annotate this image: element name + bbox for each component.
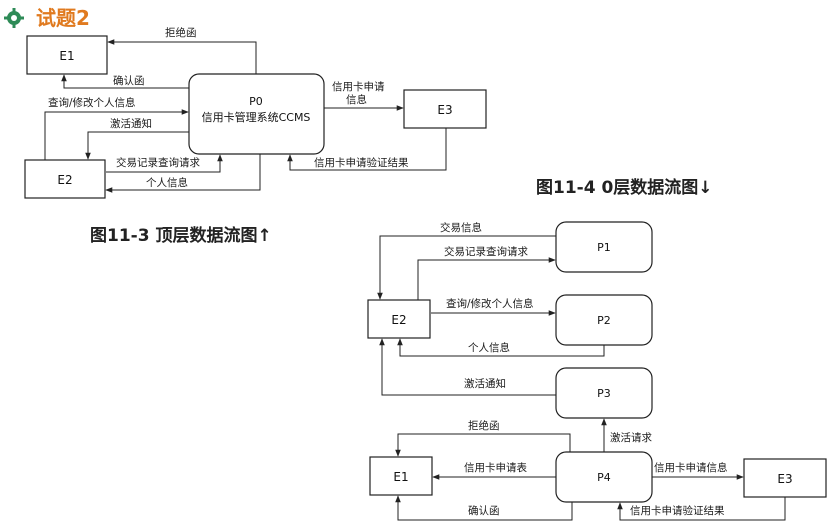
level0-caption: 图11-4 0层数据流图↓ (536, 177, 713, 198)
top-level-dfd: E1 E2 E3 P0 信用卡管理系统CCMS 拒绝函 确认函 查询/修改个人信… (24, 26, 487, 246)
top-entity-e1 (26, 35, 108, 75)
l0-flow-tx-info-label: 交易信息 (440, 221, 482, 234)
l0-process-p2-label: P2 (597, 314, 611, 327)
top-flow-apply-info-label-1: 信用卡申请 (332, 80, 385, 93)
l0-entity-e2 (367, 299, 431, 339)
l0-flow-activate-req-label: 激活请求 (610, 431, 652, 444)
top-flow-activate-label: 激活通知 (110, 117, 152, 130)
l0-flow-apply-form-label: 信用卡申请表 (464, 461, 527, 474)
top-flow-apply-info-label-2: 信息 (346, 93, 367, 106)
l0-flow-activate-label: 激活通知 (464, 377, 506, 390)
top-flow-personal-info (105, 154, 261, 193)
l0-process-p4-label: P4 (597, 471, 611, 484)
l0-process-p1-label: P1 (597, 241, 611, 254)
top-flow-tx-query-label: 交易记录查询请求 (116, 156, 200, 169)
l0-flow-reject (395, 433, 571, 457)
top-flow-reject-label: 拒绝函 (165, 26, 197, 39)
top-entity-e2 (24, 159, 106, 199)
top-flow-personal-info-label: 个人信息 (146, 176, 188, 189)
l0-flow-tx-info (377, 235, 556, 300)
l0-flow-reject-label: 拒绝函 (468, 419, 500, 432)
l0-entity-e2-label: E2 (391, 313, 406, 327)
top-flow-confirm-label: 确认函 (113, 74, 145, 87)
top-flow-tx-query (106, 154, 223, 173)
l0-flow-tx-query (417, 257, 556, 300)
gear-flower-icon (4, 8, 24, 28)
l0-flow-confirm-label: 确认函 (468, 504, 500, 517)
top-flow-query-modify (44, 109, 189, 160)
l0-flow-query-modify-label: 查询/修改个人信息 (446, 297, 534, 310)
l0-flow-apply-info-label: 信用卡申请信息 (654, 461, 728, 474)
top-flow-confirm (61, 74, 189, 89)
l0-process-p1 (555, 221, 653, 273)
l0-flow-activate (379, 338, 556, 396)
header: 试题2 (4, 6, 90, 30)
l0-flow-verify-result-label: 信用卡申请验证结果 (630, 504, 725, 517)
l0-flow-tx-query-label: 交易记录查询请求 (444, 245, 528, 258)
l0-flow-confirm (395, 495, 573, 521)
top-entity-e2-label: E2 (57, 173, 72, 187)
l0-process-p3 (555, 367, 653, 419)
l0-entity-e3-label: E3 (777, 472, 792, 486)
top-entity-e1-label: E1 (59, 49, 74, 63)
l0-flow-personal-info-label: 个人信息 (468, 341, 510, 354)
top-flow-verify-result (287, 128, 447, 171)
top-flow-query-modify-label: 查询/修改个人信息 (48, 96, 136, 109)
top-flow-reject (107, 39, 257, 74)
l0-process-p3-label: P3 (597, 387, 611, 400)
level0-dfd: 图11-4 0层数据流图↓ E2 E1 E3 P1 P2 P3 P4 交易信息 … (367, 177, 827, 521)
top-process-p0-id: P0 (249, 95, 263, 108)
l0-entity-e1 (369, 456, 433, 496)
top-process-p0-name: 信用卡管理系统CCMS (202, 110, 311, 124)
top-flow-activate (85, 131, 189, 160)
top-flow-verify-result-label: 信用卡申请验证结果 (314, 156, 409, 169)
l0-flow-personal-info (397, 338, 605, 357)
page-title: 试题2 (36, 6, 90, 30)
top-entity-e3 (403, 89, 487, 129)
top-caption: 图11-3 顶层数据流图↑ (90, 225, 272, 246)
l0-entity-e1-label: E1 (393, 470, 408, 484)
l0-flow-verify-result (617, 497, 786, 521)
top-entity-e3-label: E3 (437, 103, 452, 117)
